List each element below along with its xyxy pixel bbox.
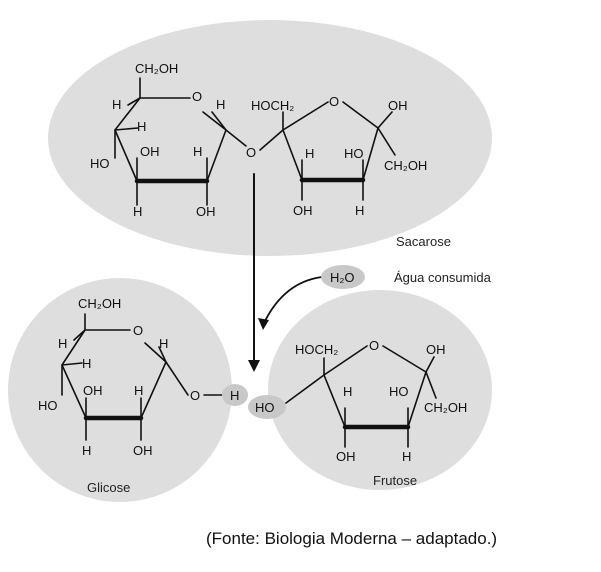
- sucrose-fructose-h-label: H: [305, 146, 314, 161]
- fructose-substituents: [285, 356, 437, 448]
- glucose-oh-bottom-label: OH: [133, 443, 153, 458]
- glucose-ho-label: HO: [38, 398, 58, 413]
- fructose-oh-label: OH: [426, 342, 446, 357]
- glucose-ring-o-label: O: [133, 323, 143, 338]
- glucose-h-label: H: [58, 336, 67, 351]
- sucrose-molecule: CH₂OH O H H H OH HO H H OH O HOCH₂ O OH …: [90, 61, 451, 249]
- glucose-substituents: [61, 313, 227, 441]
- sucrose-fructose-o-label: O: [329, 94, 339, 109]
- glucose-molecule: CH₂OH O H H H OH HO H H OH O H Glicose: [38, 296, 248, 495]
- sucrose-name: Sacarose: [396, 234, 451, 249]
- fructose-h-label: H: [343, 384, 352, 399]
- glucose-ring: [61, 329, 167, 419]
- sucrose-glucose-ring: [114, 97, 227, 182]
- sucrose-h-label: H: [133, 204, 142, 219]
- water-tag: [321, 265, 365, 289]
- fructose-ring: [323, 345, 427, 428]
- sucrose-h-label: H: [112, 97, 121, 112]
- glucose-bond-h-label: H: [230, 388, 239, 403]
- sucrose-fructose-substituents: [282, 111, 396, 201]
- sucrose-h-label: H: [216, 97, 225, 112]
- sucrose-h-label: H: [137, 119, 146, 134]
- sucrose-ch2oh-label: CH₂OH: [135, 61, 178, 76]
- fructose-ho-label: HO: [389, 384, 409, 399]
- glucose-bond-o-label: O: [190, 388, 200, 403]
- sucrose-fructose-ch2oh-label: CH₂OH: [384, 158, 427, 173]
- sucrose-h-label: H: [193, 144, 202, 159]
- fructose-ch2oh-label: CH₂OH: [424, 400, 467, 415]
- glucose-h-label: H: [82, 356, 91, 371]
- sucrose-fructose-ho-label: HO: [344, 146, 364, 161]
- reaction-arrows: H₂O Água consumida: [248, 173, 492, 372]
- sucrose-fructose-oh-label: OH: [388, 98, 408, 113]
- sucrose-oh-label: OH: [140, 144, 160, 159]
- fructose-name: Frutose: [373, 473, 417, 488]
- reaction-arrow-head: [248, 360, 260, 372]
- glucose-ch2oh-label: CH₂OH: [78, 296, 121, 311]
- glucose-oh-label: OH: [83, 383, 103, 398]
- glucose-h-label: H: [134, 383, 143, 398]
- sucrose-fructose-oh-label: OH: [293, 203, 313, 218]
- sucrose-ellipse: [48, 20, 492, 256]
- glucose-ellipse: [8, 278, 232, 502]
- ho-tag: [248, 395, 286, 419]
- h-tag: [222, 384, 248, 406]
- water-label: Água consumida: [394, 270, 492, 285]
- glycosidic-o-label: O: [246, 145, 256, 160]
- glucose-h-label: H: [159, 336, 168, 351]
- source-caption: (Fonte: Biologia Moderna – adaptado.): [206, 529, 498, 548]
- sucrose-oh-label: OH: [196, 204, 216, 219]
- water-arrow-head: [258, 318, 269, 330]
- fructose-ellipse: [268, 290, 492, 490]
- water-arrow-curve: [263, 276, 323, 324]
- fructose-ho-left-label: HO: [255, 400, 275, 415]
- fructose-h-bottom-label: H: [402, 449, 411, 464]
- sucrose-ring-o-label: O: [192, 89, 202, 104]
- fructose-ring-o-label: O: [369, 338, 379, 353]
- sucrose-fructose-ring: [282, 101, 379, 181]
- glucose-h-label: H: [82, 443, 91, 458]
- fructose-hoch2-label: HOCH₂: [295, 342, 338, 357]
- sucrose-fructose-h-label: H: [355, 203, 364, 218]
- glycosidic-bond: [259, 129, 284, 151]
- water-formula: H₂O: [330, 270, 355, 285]
- glucose-name: Glicose: [87, 480, 130, 495]
- fructose-oh-bottom-label: OH: [336, 449, 356, 464]
- sucrose-glucose-substituents: [114, 77, 247, 206]
- fructose-molecule: HO HOCH₂ O OH H HO CH₂OH OH H Frutose: [248, 338, 467, 488]
- sucrose-hoch2-label: HOCH₂: [251, 98, 294, 113]
- sucrose-ho-label: HO: [90, 156, 110, 171]
